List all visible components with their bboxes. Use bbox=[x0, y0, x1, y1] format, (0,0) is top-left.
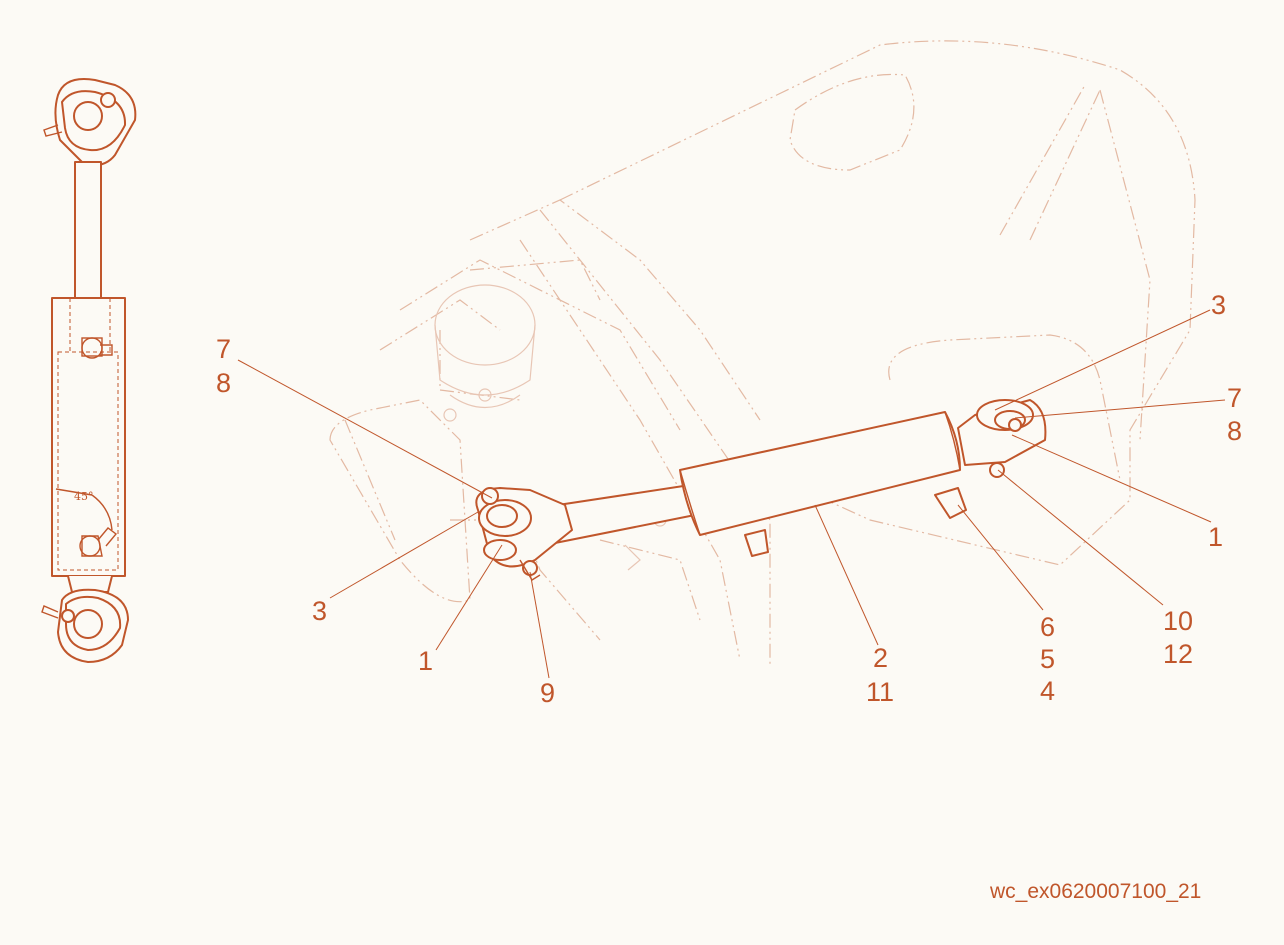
callout-6: 6 bbox=[1040, 612, 1055, 642]
callout-10: 10 bbox=[1163, 606, 1193, 636]
callout-2: 2 bbox=[873, 643, 888, 673]
callout-7-left: 7 bbox=[216, 334, 231, 364]
cylinder-side-view: 45° bbox=[41, 78, 137, 663]
callout-7-right: 7 bbox=[1227, 383, 1242, 413]
callout-3-right: 3 bbox=[1211, 290, 1226, 320]
callout-8-left: 8 bbox=[216, 368, 231, 398]
callout-11: 11 bbox=[866, 677, 894, 707]
callout-9: 9 bbox=[540, 678, 555, 708]
callout-4: 4 bbox=[1040, 676, 1055, 706]
drawing-id: wc_ex0620007100_21 bbox=[990, 880, 1202, 903]
callout-3-left: 3 bbox=[312, 596, 327, 626]
leader-lines bbox=[237, 309, 1226, 679]
machine-outline bbox=[329, 40, 1196, 665]
callouts: 7 8 3 1 9 2 11 6 5 4 10 12 1 7 8 3 bbox=[216, 290, 1242, 708]
callout-12: 12 bbox=[1163, 639, 1193, 669]
callout-1-right: 1 bbox=[1208, 522, 1223, 552]
angle-label: 45° bbox=[74, 490, 94, 503]
callout-8-right: 8 bbox=[1227, 416, 1242, 446]
callout-5: 5 bbox=[1040, 644, 1055, 674]
callout-1-left: 1 bbox=[418, 646, 433, 676]
cylinder-assembly bbox=[475, 399, 1047, 581]
